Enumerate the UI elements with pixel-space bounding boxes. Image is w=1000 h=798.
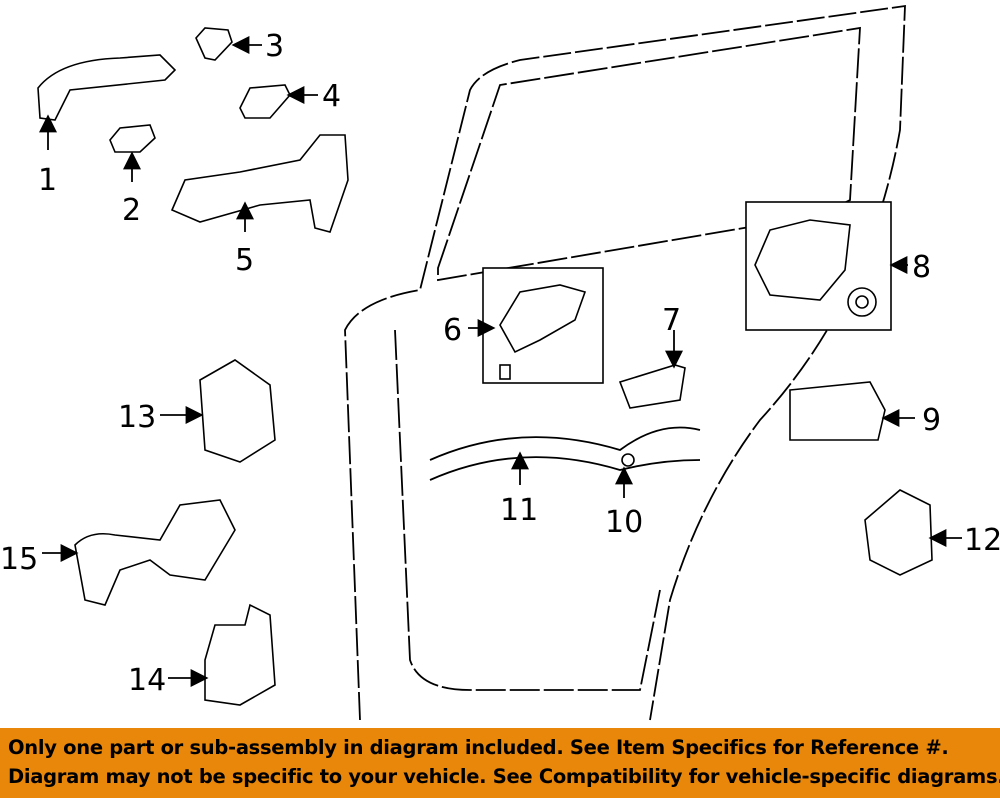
disclaimer-line-1: Only one part or sub-assembly in diagram… — [8, 736, 949, 759]
callout-11: 11 — [500, 493, 538, 528]
outside-handle — [37, 54, 177, 121]
callout-labels: 1 2 3 4 5 6 7 8 9 10 11 12 13 14 15 — [0, 29, 1000, 698]
callout-4: 4 — [322, 79, 341, 114]
upper-hinge — [199, 359, 276, 463]
disclaimer-line-2: Diagram may not be specific to your vehi… — [8, 765, 1000, 788]
handle-cap — [195, 27, 233, 61]
callout-14: 14 — [128, 663, 166, 698]
handle-pad — [109, 124, 156, 153]
door-outline — [344, 4, 906, 721]
handle-gasket — [239, 84, 291, 119]
callout-15: 15 — [0, 542, 38, 577]
callout-arrows — [39, 36, 962, 687]
callout-13: 13 — [118, 400, 156, 435]
lock-actuator — [754, 219, 851, 301]
callout-6: 6 — [443, 313, 462, 348]
callout-5: 5 — [235, 243, 254, 278]
lower-hinge — [204, 603, 276, 706]
striker — [864, 489, 933, 576]
callout-9: 9 — [922, 403, 941, 438]
door-lock-diagram: 1 2 3 4 5 6 7 8 9 10 11 12 13 14 15 — [0, 4, 1000, 721]
callout-3: 3 — [265, 29, 284, 64]
callout-2: 2 — [122, 193, 141, 228]
control-module — [789, 381, 886, 441]
callout-8: 8 — [912, 250, 931, 285]
inside-handle — [499, 284, 587, 354]
handle-frame — [170, 134, 349, 233]
handle-bezel — [618, 364, 686, 409]
callout-12: 12 — [964, 523, 1000, 558]
lock-cables — [429, 426, 701, 481]
callout-7: 7 — [662, 303, 681, 338]
door-check — [74, 499, 236, 606]
disclaimer-banner: Only one part or sub-assembly in diagram… — [0, 728, 1000, 798]
callout-10: 10 — [605, 505, 643, 540]
callout-1: 1 — [38, 163, 57, 198]
